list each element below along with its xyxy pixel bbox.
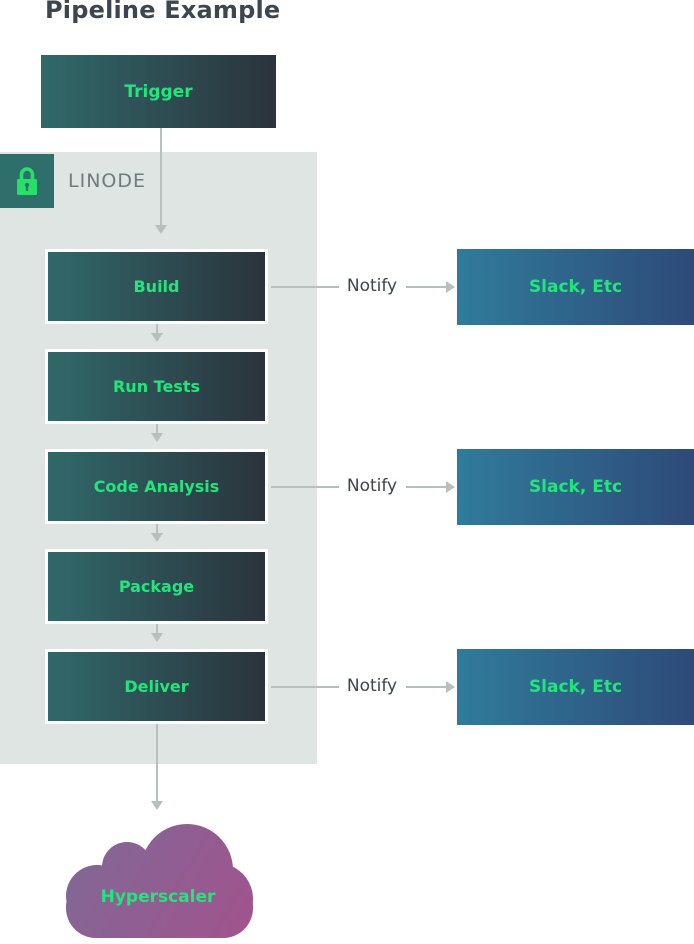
notify-line-codeanalysis xyxy=(271,486,339,488)
slack-node-build: Slack, Etc xyxy=(457,249,694,325)
slack-node-deliver: Slack, Etc xyxy=(457,649,694,725)
step-node-deliver: Deliver xyxy=(45,649,268,724)
arrow-codeanalysis-to-package xyxy=(156,524,158,533)
slack-label: Slack, Etc xyxy=(528,477,623,497)
trigger-label: Trigger xyxy=(124,81,193,102)
notify-arrow-build xyxy=(406,286,446,288)
arrow-trigger-to-build xyxy=(160,128,162,225)
slack-label: Slack, Etc xyxy=(528,277,623,297)
provider-name: LINODE xyxy=(68,170,146,192)
notify-line-deliver xyxy=(271,686,339,688)
slack-node-codeanalysis: Slack, Etc xyxy=(457,449,694,525)
notify-label: Notify xyxy=(346,476,398,496)
notify-label: Notify xyxy=(346,276,398,296)
trigger-node: Trigger xyxy=(41,55,276,128)
arrow-deliver-to-hyperscaler xyxy=(156,724,158,801)
step-node-code-analysis: Code Analysis xyxy=(45,449,268,524)
arrow-build-to-runtests xyxy=(156,324,158,333)
hyperscaler-cloud xyxy=(66,824,253,938)
notify-line-build xyxy=(271,286,339,288)
step-label: Build xyxy=(133,277,180,296)
slack-label: Slack, Etc xyxy=(528,677,623,697)
step-node-run-tests: Run Tests xyxy=(45,349,268,424)
step-node-build: Build xyxy=(45,249,268,324)
step-label: Package xyxy=(118,577,195,596)
notify-arrow-codeanalysis xyxy=(406,486,446,488)
notify-arrow-deliver xyxy=(406,686,446,688)
hyperscaler-label: Hyperscaler xyxy=(100,887,216,907)
page-title: Pipeline Example xyxy=(45,0,281,24)
notify-label: Notify xyxy=(346,676,398,696)
lock-icon xyxy=(17,167,37,195)
step-label: Code Analysis xyxy=(93,477,220,496)
step-label: Run Tests xyxy=(112,377,200,396)
step-node-package: Package xyxy=(45,549,268,624)
arrow-runtests-to-codeanalysis xyxy=(156,424,158,433)
lock-badge xyxy=(0,154,54,208)
step-label: Deliver xyxy=(124,677,189,696)
arrow-package-to-deliver xyxy=(156,624,158,633)
